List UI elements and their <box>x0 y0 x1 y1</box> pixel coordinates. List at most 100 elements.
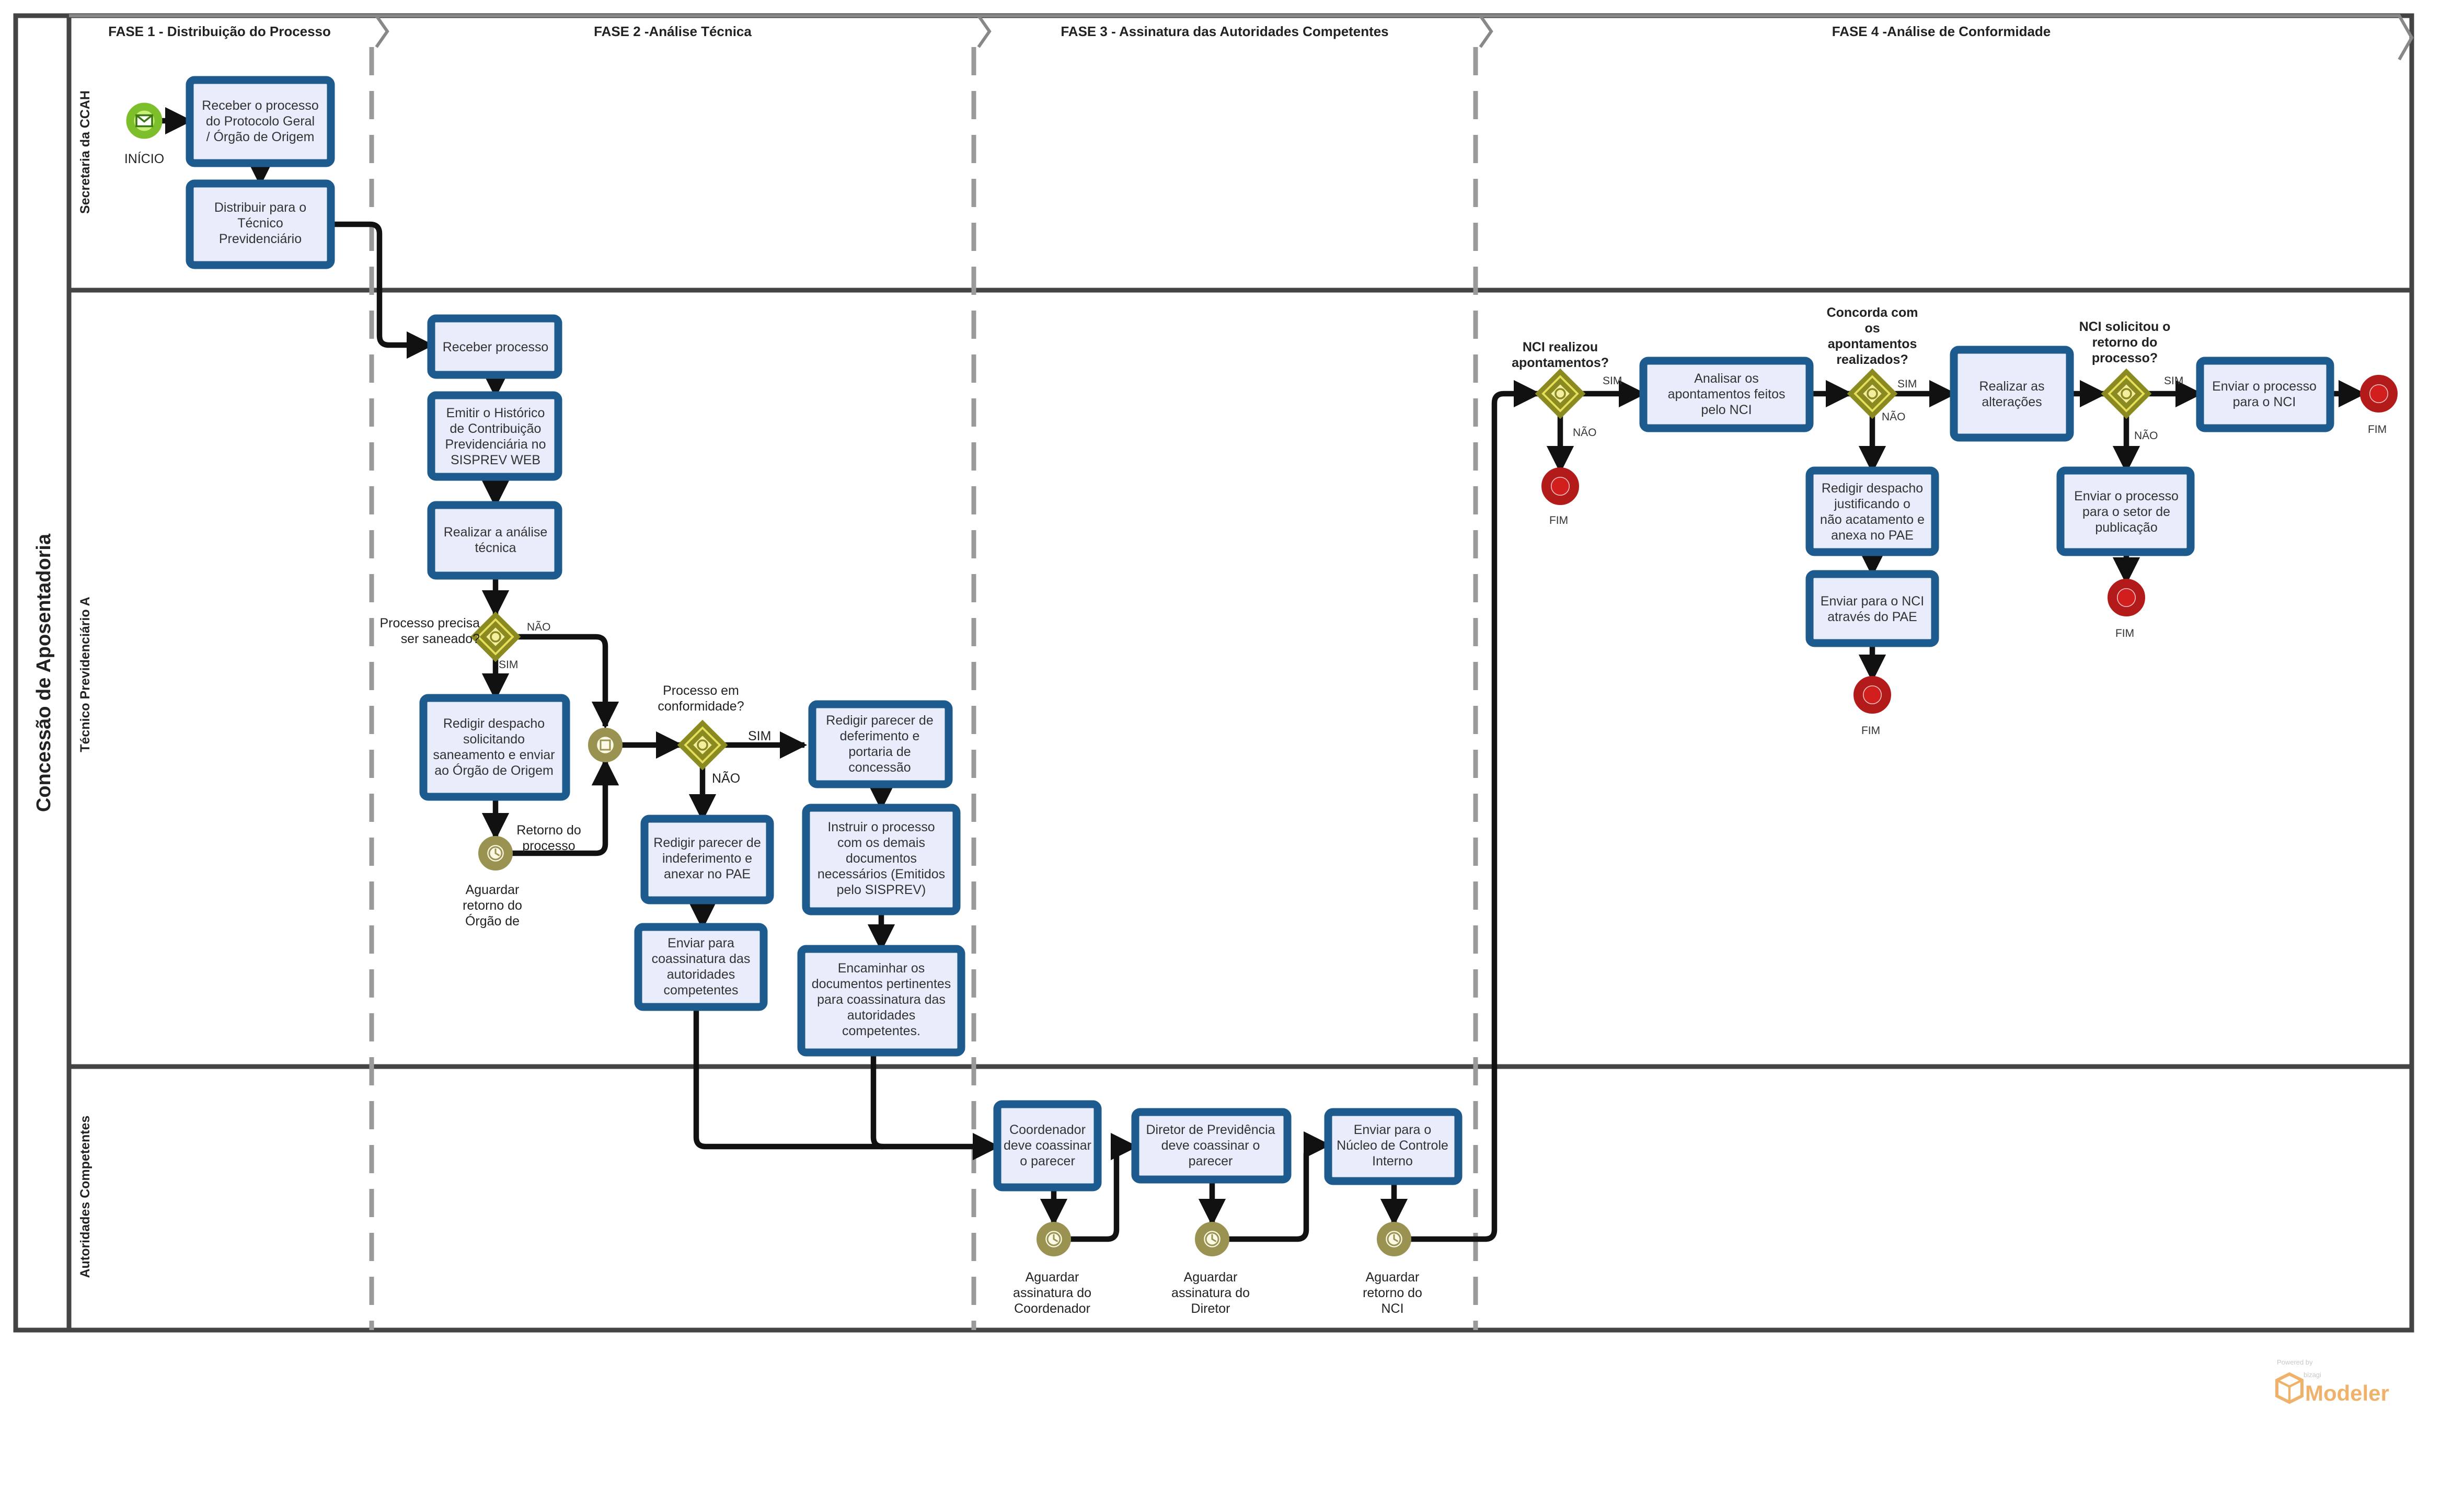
end-event-3[interactable]: FIM <box>2108 579 2146 639</box>
end-event-1[interactable]: FIM <box>1541 467 1580 526</box>
phase-title-1: FASE 1 - Distribuição do Processo <box>108 24 331 39</box>
lane-title-tecnico: Técnico Previdenciário A <box>78 597 93 752</box>
phase-headers: FASE 1 - Distribuição do Processo FASE 2… <box>69 14 2414 1331</box>
logo-text: Modeler <box>2305 1381 2389 1405</box>
flow-timer-diretor <box>1069 1132 1138 1242</box>
end-event-4[interactable]: FIM <box>2360 375 2398 436</box>
phase-title-4: FASE 4 -Análise de Conformidade <box>1832 24 2051 39</box>
task-receber-processo-label: Receber processo <box>443 340 549 354</box>
gateway-marker-icon <box>697 739 708 751</box>
flow-timer-gateway-nci <box>1410 380 1541 1242</box>
phase-2-chevron <box>376 14 992 48</box>
logo-small-text: bizagi <box>2304 1371 2321 1379</box>
gateway-marker-icon <box>1867 388 1878 399</box>
clock-icon <box>488 846 503 861</box>
clock-icon <box>1387 1232 1401 1246</box>
modeler-logo: Powered by bizagi Modeler <box>2275 1358 2389 1405</box>
link-event-icon <box>600 739 611 751</box>
flow-label-nao-saneado: NÃO <box>527 621 550 633</box>
phase-title-2: FASE 2 -Análise Técnica <box>594 24 752 39</box>
end-event-2[interactable]: FIM <box>1853 676 1892 737</box>
gateway-marker-icon <box>1555 388 1566 399</box>
flow-label-sim-nci: SIM <box>1603 375 1622 387</box>
clock-icon <box>1046 1232 1061 1246</box>
phase-1-chevron <box>69 14 389 48</box>
flow-nao-merge <box>516 634 619 729</box>
sequence-flows <box>158 107 2366 1242</box>
flow-distribuir-receber-processo <box>331 221 434 359</box>
flow-retorno-merge <box>510 758 619 856</box>
flow-label-nao-concorda: NÃO <box>1882 410 1905 423</box>
start-event[interactable]: INÍCIO <box>124 102 164 166</box>
end-event-4-label: FIM <box>2368 423 2387 436</box>
phase-3-chevron <box>978 14 1493 48</box>
flow-label-sim-saneado: SIM <box>499 659 518 671</box>
start-label: INÍCIO <box>124 151 164 166</box>
task-receber-processo[interactable]: Receber processo <box>427 314 562 379</box>
flow-label-nao-nci: NÃO <box>1573 426 1596 439</box>
end-event-1-label: FIM <box>1549 514 1568 526</box>
flow-label-nao-retorno: NÃO <box>2134 429 2158 442</box>
gateway-merge[interactable] <box>588 728 623 763</box>
flow-label-nao-conformidade: NÃO <box>712 771 740 786</box>
flow-timer-nci <box>1228 1131 1331 1242</box>
flow-enviar-coordenador <box>693 1007 1000 1161</box>
lane-title-secretaria: Secretaria da CCAH <box>78 90 93 214</box>
